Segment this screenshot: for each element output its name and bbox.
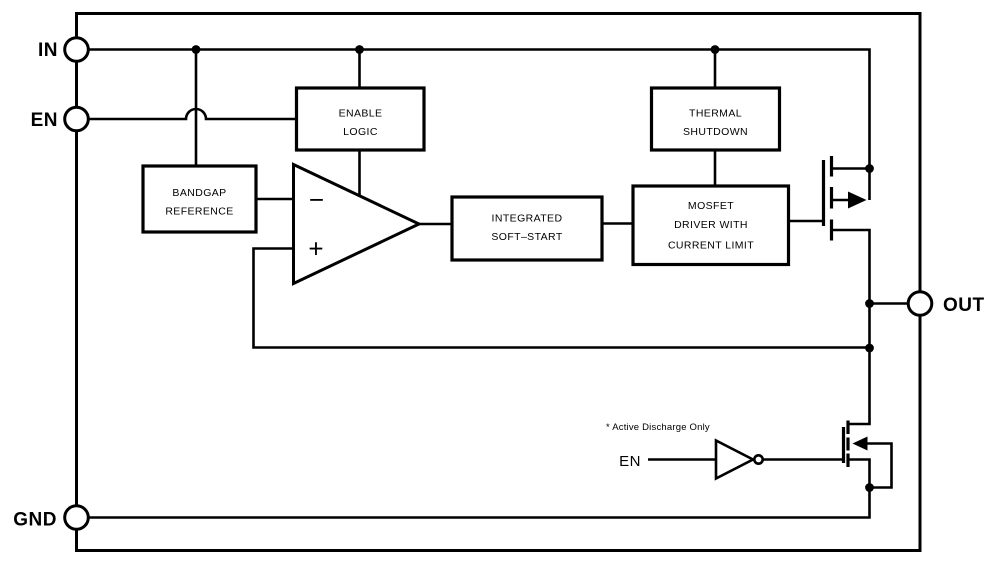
thermal-shutdown-box bbox=[649, 86, 782, 152]
inverter-triangle bbox=[714, 438, 756, 481]
discharge-en-label: EN bbox=[619, 453, 641, 470]
active-discharge-annotation: * Active Discharge Only EN bbox=[606, 422, 710, 470]
inverter-bubble-icon bbox=[752, 453, 764, 465]
wire-gnd-rail bbox=[88, 458, 871, 519]
pins: IN EN GND OUT bbox=[13, 36, 985, 531]
junction-dot bbox=[191, 45, 201, 54]
pin-in-label: IN bbox=[38, 40, 58, 61]
pin-out-label: OUT bbox=[943, 295, 985, 316]
soft-start-label-line2: SOFT–START bbox=[491, 231, 562, 243]
bandgap-label-line1: BANDGAP bbox=[172, 187, 226, 199]
pass-body-arrow-icon bbox=[848, 191, 867, 209]
thermal-label-line1: THERMAL bbox=[689, 108, 742, 120]
thermal-label-line2: SHUTDOWN bbox=[683, 126, 748, 138]
bandgap-box bbox=[141, 164, 258, 234]
active-discharge-note: * Active Discharge Only bbox=[606, 422, 710, 433]
junction-dot bbox=[865, 164, 874, 173]
mosfet-driver-box bbox=[631, 184, 791, 267]
enable-inverter bbox=[714, 438, 764, 481]
wire-in-rail bbox=[88, 48, 871, 200]
soft-start-box bbox=[450, 195, 604, 262]
pin-gnd-label: GND bbox=[13, 510, 57, 531]
pin-en bbox=[63, 105, 90, 133]
noninverting-input-sign: + bbox=[308, 234, 323, 264]
error-amplifier-triangle bbox=[292, 162, 423, 286]
junction-dot bbox=[710, 45, 720, 54]
wire-feedback bbox=[252, 247, 870, 349]
junction-dot bbox=[865, 343, 874, 353]
pin-en-label: EN bbox=[31, 110, 58, 131]
junction-dot bbox=[865, 483, 874, 492]
wire-pass-source-to-out bbox=[831, 228, 871, 426]
wire-discharge-body-tie bbox=[866, 442, 893, 489]
wires bbox=[88, 48, 909, 519]
junction-dot bbox=[865, 299, 874, 308]
block-enable-logic: ENABLE LOGIC bbox=[294, 86, 426, 152]
discharge-body-arrow-icon bbox=[852, 436, 868, 451]
enable-logic-box bbox=[294, 86, 426, 152]
driver-label-line3: CURRENT LIMIT bbox=[668, 240, 754, 252]
block-mosfet-driver: MOSFET DRIVER WITH CURRENT LIMIT bbox=[631, 184, 791, 267]
pin-out bbox=[906, 290, 934, 317]
inverting-input-sign: − bbox=[309, 185, 324, 215]
device-boundary bbox=[75, 12, 922, 552]
soft-start-label-line1: INTEGRATED bbox=[492, 213, 563, 225]
bandgap-label-line2: REFERENCE bbox=[165, 206, 233, 218]
wire-en-to-enable-logic bbox=[88, 107, 297, 121]
discharge-mosfet-symbol bbox=[841, 420, 868, 467]
junction-dots bbox=[191, 45, 874, 492]
enable-logic-label-line2: LOGIC bbox=[343, 126, 378, 138]
block-bandgap-reference: BANDGAP REFERENCE bbox=[141, 164, 258, 234]
driver-label-line2: DRIVER WITH bbox=[674, 219, 748, 231]
block-thermal-shutdown: THERMAL SHUTDOWN bbox=[649, 86, 782, 152]
driver-label-line1: MOSFET bbox=[688, 200, 734, 212]
error-amplifier: − + bbox=[292, 162, 423, 286]
pin-gnd bbox=[63, 504, 90, 531]
enable-logic-label-line1: ENABLE bbox=[339, 108, 383, 120]
pass-mosfet-symbol bbox=[821, 156, 867, 241]
block-integrated-soft-start: INTEGRATED SOFT–START bbox=[450, 195, 604, 262]
junction-dot bbox=[355, 45, 364, 54]
pin-in bbox=[63, 36, 90, 63]
